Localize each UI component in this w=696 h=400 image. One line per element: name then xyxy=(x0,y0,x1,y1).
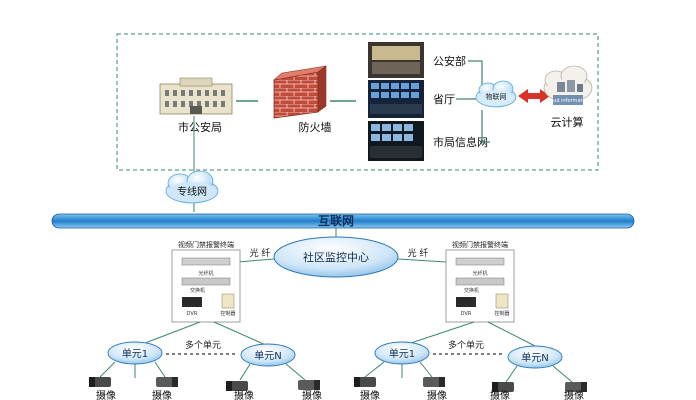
link-ministry-iot xyxy=(468,60,483,88)
camera-icon xyxy=(492,382,514,392)
cloud-computing-icon xyxy=(543,65,593,105)
camera-label: 摄像 xyxy=(490,389,510,400)
camera-label: 摄像 xyxy=(302,389,322,400)
terminal-left-title: 视频门禁报警终端 xyxy=(178,240,234,249)
fiber-link-left xyxy=(237,258,275,263)
cloud-computing-label: 云计算 xyxy=(551,115,584,129)
internet-label: 互联网 xyxy=(318,214,354,228)
terminal-right-switch-label: 交换机 xyxy=(464,287,479,294)
terminal-box-left xyxy=(171,249,241,323)
terminal-left-dvr-label: DVR xyxy=(187,311,198,317)
link-terminal-left-unitN xyxy=(213,321,269,347)
firewall-icon xyxy=(272,65,327,119)
link-terminal-left-unit1 xyxy=(139,321,201,346)
cloud-card-text: cloud information xyxy=(546,98,590,104)
switch-icon-left xyxy=(181,277,231,286)
command-center-photo-3 xyxy=(368,121,424,161)
link-cityinfo-iot xyxy=(481,110,490,143)
unitN-left-node xyxy=(240,343,296,367)
dedicated-network-label: 专线网 xyxy=(177,185,207,198)
optical-transceiver-icon-right xyxy=(455,257,505,266)
camera-icon xyxy=(565,382,587,392)
controller-icon-right xyxy=(495,293,509,309)
monitor-center-label: 社区监控中心 xyxy=(303,250,369,264)
monitor-center-node xyxy=(273,236,399,278)
police-building-icon xyxy=(159,77,233,115)
camera-icon xyxy=(298,380,320,390)
command-center-photo-2 xyxy=(368,80,424,118)
fiber-right-label: 光 纤 xyxy=(408,247,429,259)
terminal-right-title: 视频门禁报警终端 xyxy=(452,240,508,249)
terminal-left-controller-label: 控制器 xyxy=(220,310,235,317)
terminal-right-optical-label: 光纤机 xyxy=(472,270,487,277)
multi-units-right-label: 多个单元 xyxy=(448,339,484,351)
dedicated-network-cloud-icon xyxy=(165,170,219,204)
camera-label: 摄像 xyxy=(96,389,116,400)
camera-label: 摄像 xyxy=(152,389,172,400)
terminal-box-right xyxy=(445,249,515,323)
unitN-right-label: 单元N xyxy=(521,352,548,364)
dvr-icon-left xyxy=(182,297,202,307)
camera-icon xyxy=(89,377,111,387)
ministry-label: 公安部 xyxy=(433,54,466,68)
terminal-left-switch-label: 交换机 xyxy=(190,287,205,294)
fiber-link-right xyxy=(397,258,447,263)
top-panel-border xyxy=(116,33,599,171)
iot-cloud-icon xyxy=(475,80,517,108)
unit1-right-label: 单元1 xyxy=(389,348,415,360)
double-arrow-icon xyxy=(518,89,550,103)
link-terminal-right-unitN xyxy=(487,321,536,347)
fiber-left-label: 光 纤 xyxy=(250,247,271,259)
controller-icon-left xyxy=(221,293,235,309)
multi-units-left-label: 多个单元 xyxy=(185,339,221,351)
camera-icon xyxy=(354,377,376,387)
camera-label: 摄像 xyxy=(360,389,380,400)
link-terminal-right-unit1 xyxy=(404,321,475,346)
unitN-left-label: 单元N xyxy=(254,350,281,362)
camera-label: 摄像 xyxy=(234,389,254,400)
terminal-right-dvr-label: DVR xyxy=(461,311,472,317)
camera-label: 摄像 xyxy=(564,389,584,400)
city-police-label: 市公安局 xyxy=(178,120,222,134)
internet-backbone xyxy=(51,213,635,229)
province-label: 省厅 xyxy=(433,93,455,106)
dvr-icon-right xyxy=(456,297,476,307)
camera-icon xyxy=(226,381,248,391)
city-info-network-label: 市局信息网 xyxy=(433,135,488,149)
iot-label: 物联网 xyxy=(486,92,507,101)
camera-icon xyxy=(423,377,445,387)
camera-links xyxy=(99,361,573,383)
switch-icon-right xyxy=(455,277,505,286)
terminal-left-optical-label: 光纤机 xyxy=(198,270,213,277)
camera-label: 摄像 xyxy=(427,389,447,400)
terminal-right-controller-label: 控制器 xyxy=(494,310,509,317)
optical-transceiver-icon-left xyxy=(181,257,231,266)
command-center-photo-1 xyxy=(368,42,424,78)
unit1-left-label: 单元1 xyxy=(122,348,148,360)
firewall-label: 防火墙 xyxy=(299,120,332,134)
unitN-right-node xyxy=(507,345,563,369)
camera-icon xyxy=(156,377,178,387)
